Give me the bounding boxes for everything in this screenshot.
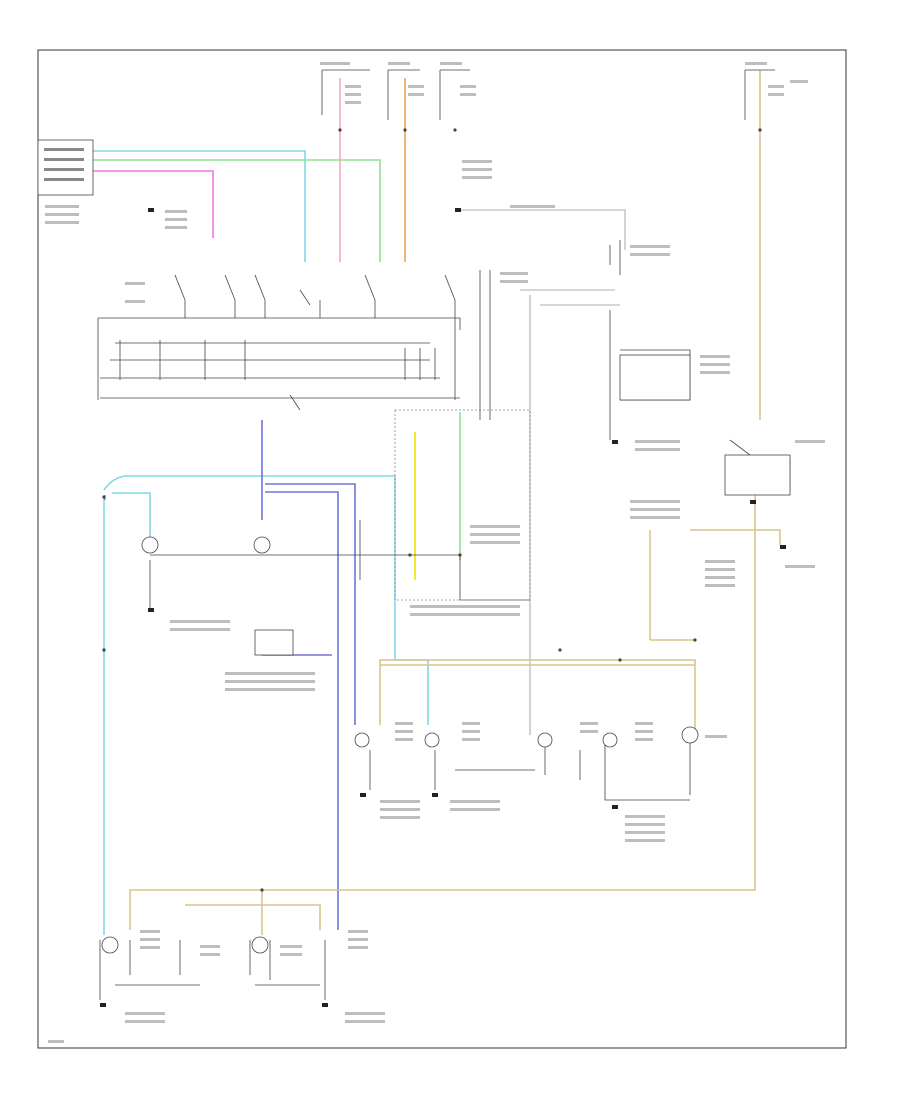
diagram-frame bbox=[37, 49, 847, 1049]
ground-symbols bbox=[100, 208, 786, 1007]
headlamp-switch bbox=[37, 139, 94, 196]
circuit-lines bbox=[97, 69, 791, 1000]
dark-blue-wire bbox=[261, 420, 356, 930]
tan-wire bbox=[129, 70, 781, 935]
module-box bbox=[254, 629, 294, 656]
dashed-enclosure bbox=[394, 409, 531, 601]
light-blue-wire bbox=[92, 150, 429, 935]
lamps bbox=[101, 536, 699, 954]
relay-box bbox=[619, 354, 691, 401]
splice-points bbox=[102, 128, 762, 892]
gray-wire bbox=[460, 209, 626, 735]
light-green-wire bbox=[92, 159, 461, 560]
relay-box-lower bbox=[724, 454, 791, 496]
magenta-wire bbox=[92, 170, 214, 238]
illegible-labels bbox=[45, 62, 825, 1043]
